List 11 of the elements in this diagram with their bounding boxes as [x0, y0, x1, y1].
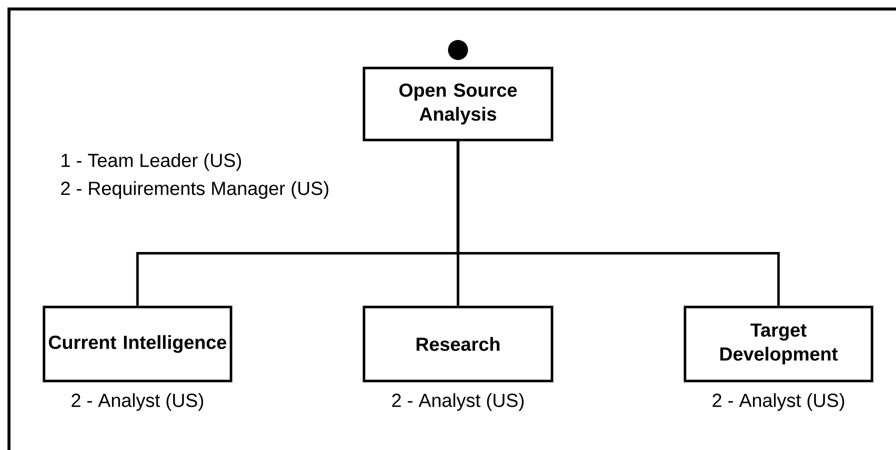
staff-note: 2 - Requirements Manager (US)	[61, 181, 328, 199]
staff-note: 2 - Analyst (US)	[712, 393, 844, 411]
connector-line	[456, 141, 780, 306]
staff-note: 2 - Analyst (US)	[72, 393, 204, 411]
unit-box: Open Source Analysis	[362, 66, 554, 142]
staff-note: 2 - Analyst (US)	[392, 393, 524, 411]
unit-box: Target Development	[684, 306, 874, 382]
unit-box: Research	[362, 306, 554, 382]
unit-box: Current Intelligence	[42, 306, 232, 382]
staff-note: 1 - Team Leader (US)	[62, 153, 241, 171]
dot	[448, 40, 468, 60]
